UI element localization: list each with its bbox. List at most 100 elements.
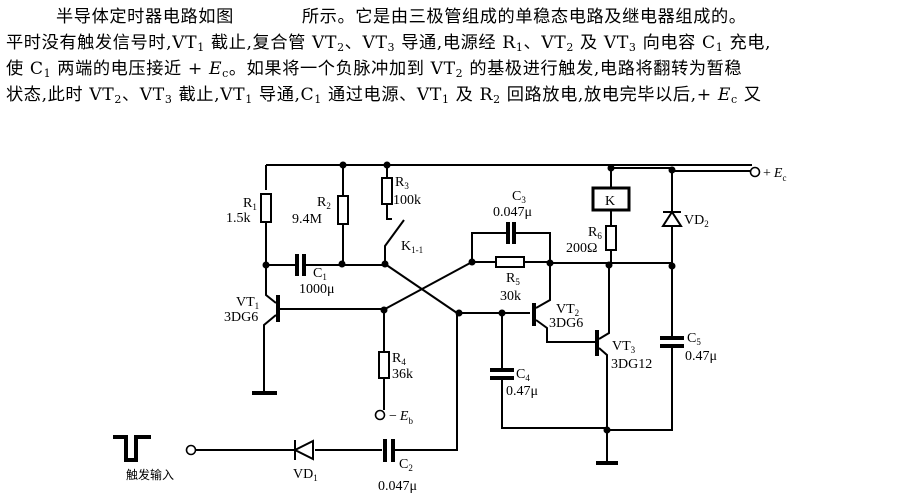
t: E (717, 85, 731, 105)
svg-text:200Ω: 200Ω (566, 241, 597, 256)
t: 2 (493, 93, 501, 106)
t: 、VT (523, 33, 567, 53)
svg-text:30k: 30k (500, 289, 521, 304)
t: 导通,电源经 R (395, 33, 516, 53)
svg-text:100k: 100k (393, 193, 421, 208)
t: 2 (114, 93, 122, 106)
t: 充电, (723, 33, 772, 53)
svg-text:R4: R4 (392, 351, 406, 367)
t: 2 (566, 41, 574, 54)
trigger-input-label: 触发输入 (126, 467, 174, 482)
svg-text:0.47μ: 0.47μ (506, 384, 538, 399)
svg-text:3DG6: 3DG6 (224, 310, 258, 325)
svg-text:C1: C1 (313, 266, 327, 282)
relay-coil-k: K (591, 168, 631, 212)
paragraph-line-1: 半导体定时器电路如图 所示。它是由三极管组成的单稳态电路及继电器组成的。 (6, 4, 898, 30)
t: 、VT (121, 85, 165, 105)
t: 及 VT (573, 33, 629, 53)
t: 1 (197, 41, 205, 54)
svg-text:3DG12: 3DG12 (611, 357, 652, 372)
resistor-r2: R2 9.4M (292, 165, 349, 264)
t: E (208, 59, 223, 79)
svg-text:R1: R1 (243, 196, 257, 212)
svg-text:R6: R6 (588, 225, 602, 241)
t: 1 (515, 41, 524, 54)
resistor-r1: R1 1.5k (226, 193, 272, 265)
t: 截止,复合管 VT (204, 33, 338, 53)
supply-pos-label: +Ec (763, 166, 786, 183)
svg-text:0.047μ: 0.047μ (378, 479, 417, 494)
svg-text:C5: C5 (687, 331, 701, 347)
t: c (222, 67, 229, 80)
t: 状态,此时 VT (6, 85, 115, 105)
svg-text:+Ec: +Ec (763, 166, 786, 183)
paragraph-line-4: 状态,此时 VT2、VT3 截止,VT1 导通,C1 通过电源、VT1 及 R2… (6, 82, 898, 108)
relay-switch-k1: K1-1 (384, 219, 423, 264)
t: 1 (245, 93, 253, 106)
paragraph-line-2: 平时没有触发信号时,VT1 截止,复合管 VT2、VT3 导通,电源经 R1、V… (6, 30, 898, 56)
capacitor-c2: C2 0.047μ (378, 313, 458, 494)
svg-text:C3: C3 (512, 189, 526, 205)
svg-text:R2: R2 (317, 195, 331, 211)
svg-text:C4: C4 (516, 367, 530, 383)
t: 向电容 C (636, 33, 716, 53)
t: 1 (715, 41, 724, 54)
text-line1-a: 半导体定时器电路如图 (56, 7, 234, 27)
description-paragraph: 半导体定时器电路如图 所示。它是由三极管组成的单稳态电路及继电器组成的。 平时没有… (6, 4, 898, 108)
diode-vd1: VD1 (196, 439, 382, 483)
svg-text:VT3: VT3 (612, 339, 636, 355)
t: 导通,C (252, 85, 315, 105)
svg-text:R3: R3 (395, 175, 409, 191)
t: 2 (455, 67, 464, 80)
t: 两端的电压接近 + (51, 59, 209, 79)
t: 通过电源、VT (321, 85, 442, 105)
t: 3 (164, 93, 173, 106)
resistor-r6: R6 200Ω (566, 210, 617, 265)
svg-text:1.5k: 1.5k (226, 211, 251, 226)
t: 1 (441, 93, 450, 106)
t: 又 (737, 85, 762, 105)
t: 3 (628, 41, 637, 54)
svg-text:−Eb: −Eb (389, 409, 413, 426)
transistor-vt2: VT2 3DG6 (532, 263, 597, 343)
t: 1 (43, 67, 52, 80)
trigger-input-terminal (185, 444, 197, 456)
t: 、VT (344, 33, 388, 53)
svg-text:0.47μ: 0.47μ (685, 349, 717, 364)
transistor-vt3: VT3 3DG12 (595, 265, 652, 430)
t: 回路放电,放电完毕以后,+ (500, 85, 718, 105)
t: 1 (314, 93, 322, 106)
t: 的基极进行触发,电路将翻转为暂稳 (463, 59, 743, 79)
resistor-r4: R4 36k −Eb (374, 310, 413, 426)
svg-text:0.047μ: 0.047μ (493, 205, 532, 220)
capacitor-c4: C4 0.47μ (490, 313, 607, 429)
svg-text:K: K (605, 194, 615, 209)
svg-text:1000μ: 1000μ (299, 282, 335, 297)
resistor-r3: R3 100k (381, 165, 421, 220)
supply-terminal-pos (749, 166, 761, 178)
t: 2 (337, 41, 345, 54)
svg-text:VD1: VD1 (293, 467, 318, 483)
svg-text:9.4M: 9.4M (292, 212, 323, 227)
t: 平时没有触发信号时,VT (6, 33, 198, 53)
svg-text:VD2: VD2 (684, 213, 709, 229)
resistor-r5: R5 30k (472, 256, 554, 304)
capacitor-c1: C1 1000μ (262, 254, 389, 297)
t: 及 R (449, 85, 494, 105)
paragraph-line-3: 使 C1 两端的电压接近 + Ec。如果将一个负脉冲加到 VT2 的基极进行触发… (6, 56, 898, 82)
svg-text:36k: 36k (392, 367, 413, 382)
svg-text:K1-1: K1-1 (401, 239, 423, 255)
t: 使 C (6, 59, 44, 79)
trigger-pulse-icon (113, 435, 151, 462)
diode-vd2: VD2 (661, 170, 709, 266)
t: 截止,VT (172, 85, 246, 105)
t: 。如果将一个负脉冲加到 VT (228, 59, 456, 79)
text-line1-b: 所示。它是由三极管组成的单稳态电路及继电器组成的。 (301, 7, 747, 27)
t: c (730, 93, 738, 106)
svg-text:VT2: VT2 (556, 302, 579, 318)
svg-text:3DG6: 3DG6 (549, 316, 583, 331)
svg-text:VT1: VT1 (236, 295, 259, 311)
transistor-vt1: VT1 3DG6 (224, 265, 385, 395)
capacitor-c3: C3 0.047μ (471, 189, 551, 263)
